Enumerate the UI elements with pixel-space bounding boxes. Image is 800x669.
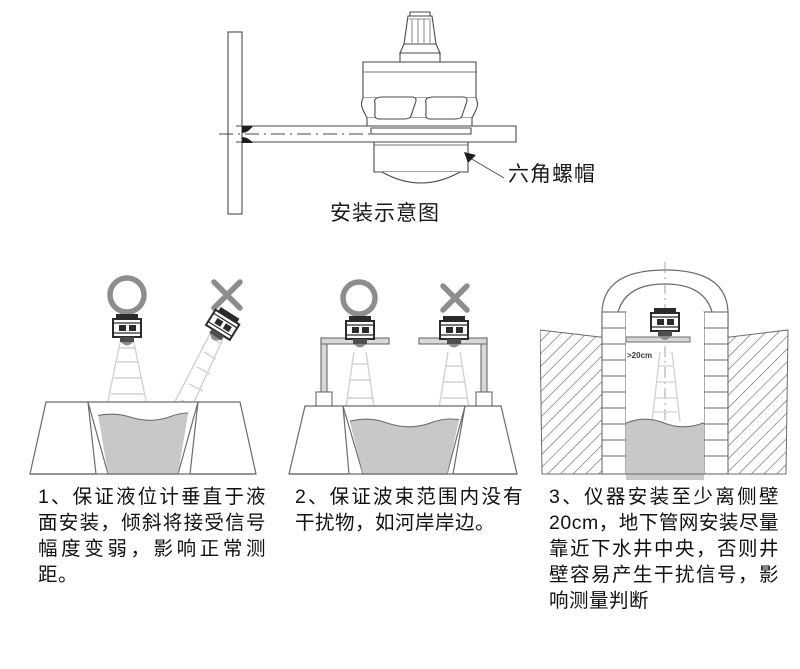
manhole-wall-left xyxy=(601,311,627,475)
x-mark-icon xyxy=(211,279,243,311)
mounting-bracket-left xyxy=(315,337,390,407)
level-sensor-vertical xyxy=(112,314,142,346)
level-sensor-right xyxy=(439,316,469,348)
liquid-fill xyxy=(345,418,463,474)
installation-schematic-caption: 安装示意图 xyxy=(330,202,440,225)
liquid-fill xyxy=(96,412,190,474)
panel-vertical-vs-tilted xyxy=(18,252,268,480)
level-sensor-left xyxy=(345,316,375,348)
level-sensor-tilted xyxy=(204,307,241,342)
hex-nut xyxy=(370,127,472,184)
mounting-bracket-right xyxy=(418,337,493,407)
mounting-post xyxy=(227,31,243,215)
embankment-left xyxy=(29,401,97,475)
caption-item-3: 3、仪器安装至少离侧壁 20cm，地下管网安装尽量靠近下水井中央，否则井壁容易产… xyxy=(549,486,779,612)
level-sensor xyxy=(650,308,680,340)
beam-cone-right xyxy=(438,351,470,409)
cable-gland xyxy=(399,11,441,63)
liquid-fill xyxy=(626,418,704,480)
panel-manhole-clearance: >20cm xyxy=(540,252,790,480)
caption-row: 1、保证液位计垂直于液面安装，倾斜将接受信号幅度变弱，影响正常测距。 2、保证波… xyxy=(0,484,800,669)
illustration-panels: >20cm xyxy=(0,252,800,482)
hex-nut-label: 六角螺帽 xyxy=(508,163,596,186)
ok-mark-icon xyxy=(107,275,147,315)
sensor-support-arm xyxy=(625,336,691,343)
svg-text:>20cm: >20cm xyxy=(627,351,652,360)
embankment-left xyxy=(288,405,350,475)
caption-item-2: 2、保证波束范围内没有干扰物，如河岸岸边。 xyxy=(295,486,523,534)
beam-cone-tilted xyxy=(167,325,227,425)
weld-marks xyxy=(242,126,253,143)
hex-nut-callout-leader xyxy=(464,152,505,179)
x-mark-icon xyxy=(440,283,470,313)
clearance-dimension: >20cm xyxy=(627,351,652,360)
ok-mark-icon xyxy=(340,279,378,317)
caption-item-1: 1、保证液位计垂直于液面安装，倾斜将接受信号幅度变弱，影响正常测距。 xyxy=(38,486,266,586)
beam-cone xyxy=(651,351,681,423)
installation-schematic xyxy=(219,11,517,215)
sensor-housing xyxy=(360,61,479,127)
manhole-wall-right xyxy=(703,311,729,475)
panel-beam-clearance xyxy=(285,252,525,480)
embankment-right xyxy=(189,401,257,475)
